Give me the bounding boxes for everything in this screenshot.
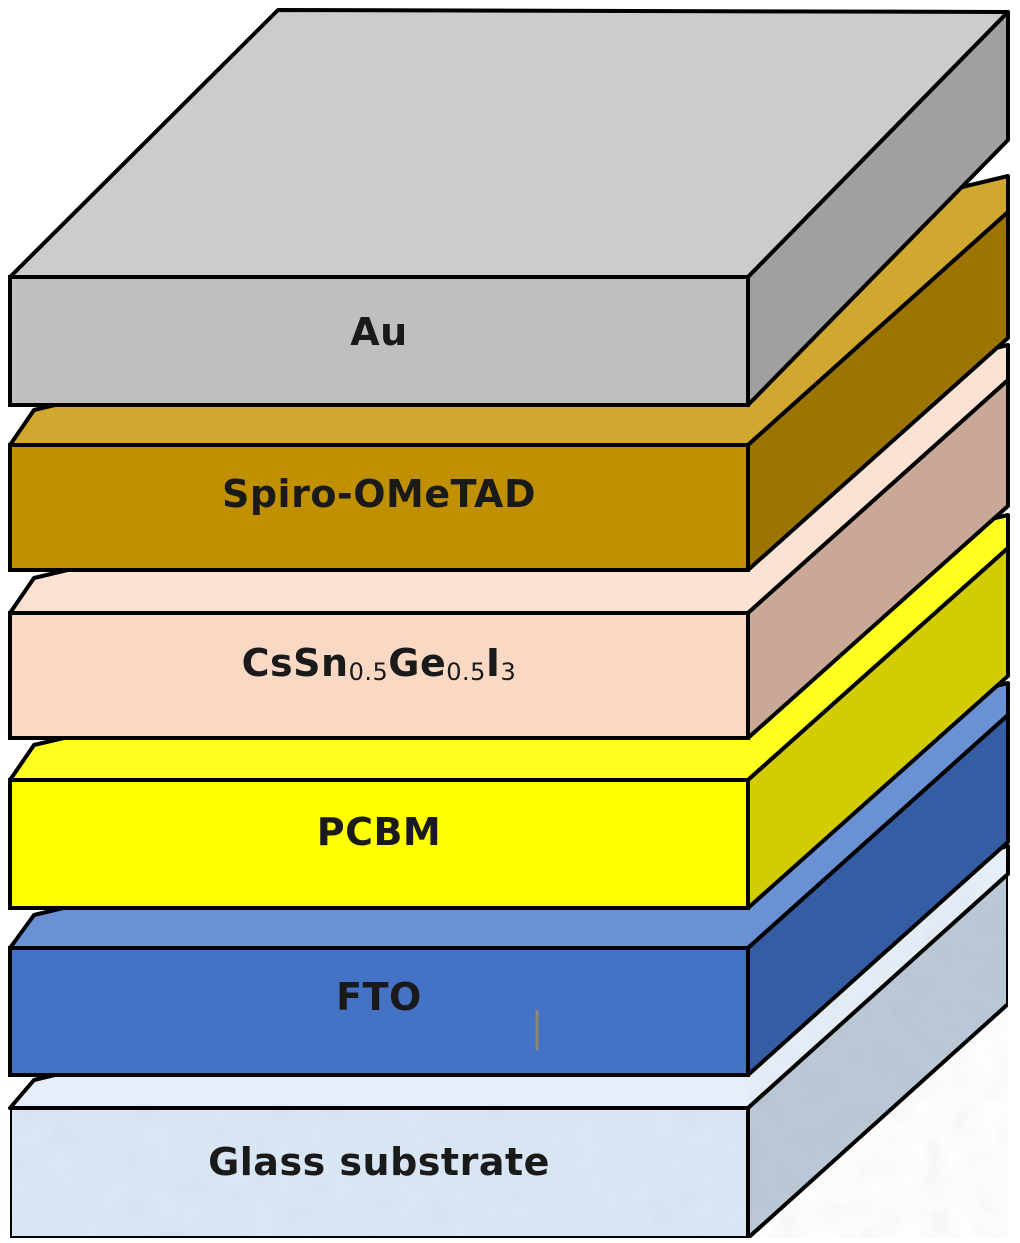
spiro-front-face xyxy=(8,443,750,572)
glass-front-face xyxy=(8,1106,750,1240)
perovskite-front-face xyxy=(8,611,750,740)
layer-au xyxy=(8,8,1010,407)
pcbm-front-face xyxy=(8,778,750,910)
au-front-face xyxy=(8,275,750,407)
fto-front-face xyxy=(8,946,750,1077)
